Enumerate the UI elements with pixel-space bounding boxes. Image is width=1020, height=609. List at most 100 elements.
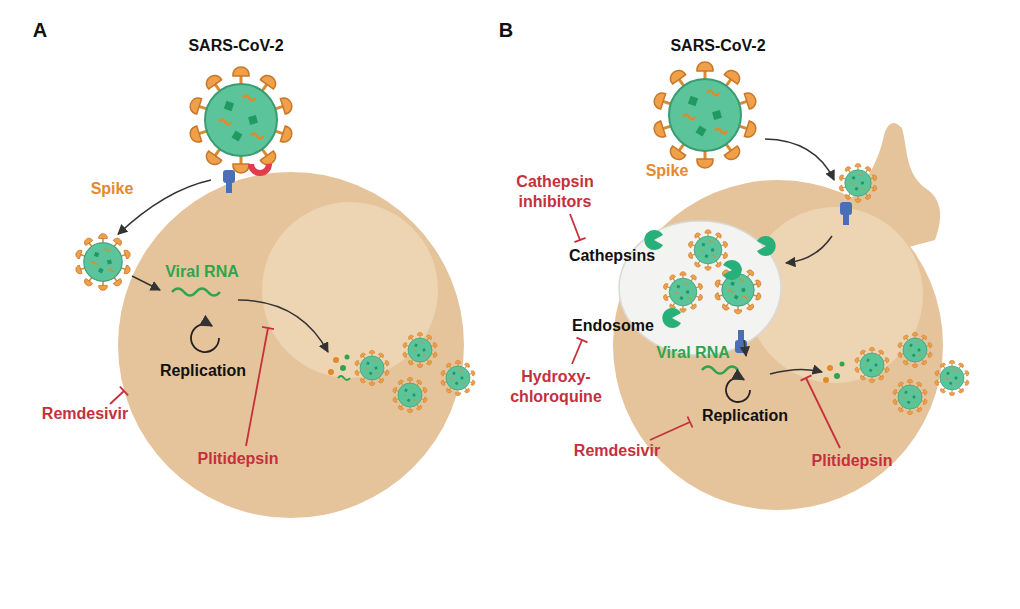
host-cell-outline: [118, 172, 464, 518]
entry-connector: [765, 139, 834, 180]
inhibition-mark: [570, 214, 586, 242]
inhibition-bar: [574, 238, 585, 242]
protease-shape: [248, 164, 272, 176]
compartment-label: Endosome: [558, 316, 668, 336]
released-virus: [892, 379, 927, 414]
cathepsin-enzyme: [723, 260, 742, 280]
entry-arrow: [132, 276, 160, 290]
release-arrow: [744, 340, 746, 356]
panel-letter: A: [20, 18, 60, 42]
rna-label: Viral RNA: [147, 262, 257, 282]
endosomal-virus: [714, 266, 762, 314]
ace2-receptor: [840, 202, 852, 225]
cell-body: [613, 180, 943, 510]
viral-component: [840, 362, 845, 367]
cathepsin-enzyme: [644, 230, 663, 250]
cathepsin-enzyme: [662, 308, 681, 328]
receptor-stem: [843, 214, 849, 225]
inhibition-line: [572, 340, 582, 364]
inhibition-bar: [577, 338, 588, 343]
inhibition-bar: [801, 375, 812, 380]
viral-component: [328, 369, 334, 375]
cell-body: [118, 172, 464, 518]
virus-particle-outline: [181, 60, 301, 180]
assembly-arrow: [770, 369, 822, 374]
drug-name: Plitidepsin: [178, 449, 298, 469]
attached-virus: [75, 234, 131, 291]
inhibition-bar: [262, 327, 274, 329]
panel-letter: B: [486, 18, 526, 42]
released-virus: [897, 332, 932, 367]
drug-name: Remdesivir: [557, 441, 677, 461]
drug-name: Plitidepsin: [792, 451, 912, 471]
process-label: Replication: [143, 361, 263, 381]
viral-rna-strand: [172, 289, 220, 296]
endocytosis-arrow: [786, 236, 832, 263]
inhibition-mark: [572, 338, 588, 364]
ace2-receptor: [223, 170, 235, 193]
drug-name: Cathepsin inhibitors: [505, 172, 605, 212]
released-virus: [354, 350, 389, 385]
viral-component: [827, 365, 833, 371]
inhibition-mark: [801, 375, 840, 448]
spike-label: Spike: [627, 161, 707, 181]
endosome-vesicle: CathepsinsEndosome: [618, 220, 782, 356]
virus-particle: SARS-CoV-2: [645, 55, 765, 175]
replication-cycle: [191, 324, 219, 352]
enzyme-label: Cathepsins: [557, 246, 667, 266]
tmprss2-protease: [248, 164, 272, 176]
released-virus: [402, 332, 437, 367]
viral-component: [834, 373, 840, 379]
inhibition-bar: [688, 417, 693, 428]
inhibition-line: [570, 214, 580, 240]
receptor-stem: [226, 182, 232, 193]
viral-rna-strand: [338, 376, 350, 380]
receptor-head: [840, 202, 852, 215]
ace2-receptor: [735, 330, 747, 353]
host-cell: Viral RNA Replication CathepsinsEndosome: [613, 180, 943, 510]
inhibition-bar: [120, 387, 128, 396]
viral-component: [823, 377, 829, 383]
drug-name: Remdesivir: [25, 404, 145, 424]
virus-particle: SARS-CoV-2: [181, 60, 301, 180]
virus-body: [652, 62, 758, 168]
released-virus: [440, 360, 475, 395]
receptor-head: [223, 170, 235, 183]
receptor-head: [735, 340, 747, 353]
virus-body: [188, 67, 294, 173]
viral-component: [340, 365, 346, 371]
inhibition-mark: [650, 417, 693, 441]
drug-name: Hydroxy- chloroquine: [501, 367, 611, 407]
released-virus: [392, 377, 427, 412]
inhibition-line: [246, 328, 268, 446]
viral-component: [345, 355, 350, 360]
released-virus: [854, 347, 889, 382]
endosome-membrane: [619, 221, 781, 355]
receptor-stem: [738, 330, 744, 341]
released-virus: [934, 360, 969, 395]
inhibition-mark: [246, 327, 274, 446]
virus-name: SARS-CoV-2: [653, 36, 783, 56]
inhibition-line: [806, 378, 840, 448]
virus-particle-outline: [645, 55, 765, 175]
assembly-arrow: [238, 300, 328, 352]
inhibition-line: [110, 391, 124, 404]
cathepsin-enzyme: [757, 236, 776, 256]
attached-virus: [839, 164, 878, 203]
spike-label: Spike: [72, 179, 152, 199]
process-label: Replication: [685, 406, 805, 426]
endosome-vesicle-outline: [618, 220, 782, 356]
endosomal-virus: [688, 230, 729, 271]
inhibition-mark: [110, 387, 128, 404]
rna-label: Viral RNA: [638, 343, 748, 363]
inhibition-line: [650, 422, 690, 440]
virus-name: SARS-CoV-2: [171, 36, 301, 56]
endosomal-virus: [663, 272, 704, 313]
entry-connector: [118, 180, 211, 234]
host-cell: Viral RNA Replication: [118, 172, 464, 518]
viral-rna-strand: [702, 367, 738, 374]
